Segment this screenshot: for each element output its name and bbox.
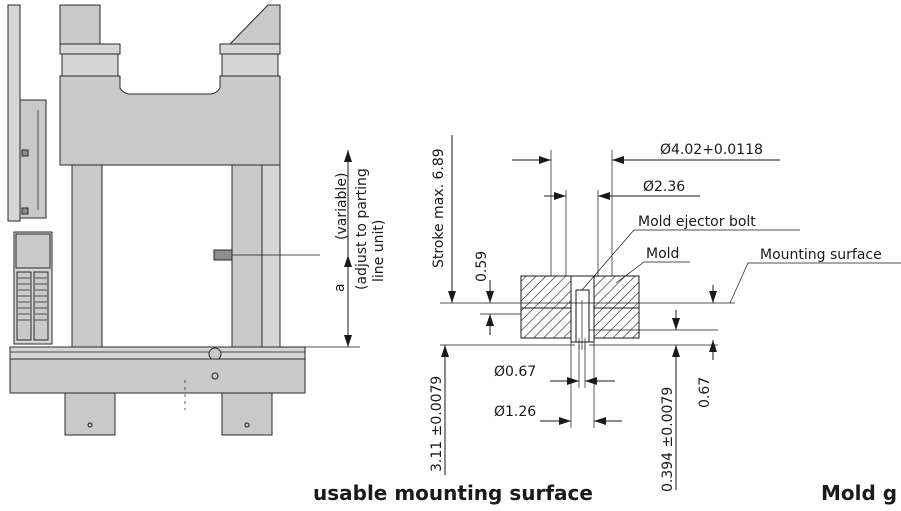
cabinet-hinge-bottom (21, 207, 29, 215)
label-067-right: 0.67 (697, 377, 713, 408)
head-left-block (59, 4, 101, 45)
mold-lower-right (593, 307, 640, 339)
caption-usable-mounting-surface: usable mounting surface (313, 481, 593, 505)
label-0394: 0.394 ±0.0079 (660, 387, 676, 492)
column-left (71, 164, 103, 348)
label-a: a (332, 283, 348, 292)
platen-hole (211, 372, 219, 380)
column-right-guide (261, 164, 281, 348)
mold-detail (440, 135, 901, 490)
label-ejector-bolt: Mold ejector bolt (638, 214, 756, 230)
label-059: 0.59 (474, 251, 490, 282)
adjuster-stop (213, 249, 233, 261)
control-box-top (15, 233, 51, 269)
label-variable: (variable) (334, 173, 350, 240)
ejector-bore (570, 275, 595, 343)
head-right-block (228, 4, 281, 45)
label-mold: Mold (646, 246, 679, 262)
rail-knob (208, 347, 222, 361)
label-311: 3.11 ±0.0079 (429, 376, 445, 472)
head-collar-right (221, 53, 279, 77)
side-cabinet-panel (7, 4, 21, 222)
base-rail (9, 346, 306, 360)
head-collar-left (61, 53, 119, 77)
foot-left (64, 392, 116, 436)
leader-ejector (581, 229, 800, 291)
leader-mounting (729, 262, 901, 304)
label-mounting-surface: Mounting surface (760, 247, 882, 263)
head-cap-left (59, 43, 121, 55)
ejector-bolt (575, 289, 590, 343)
side-cabinet-box (19, 99, 47, 219)
label-d067: Ø0.67 (494, 364, 536, 380)
head-housing (59, 75, 281, 166)
machine-side-view (7, 4, 360, 436)
label-d126: Ø1.26 (494, 404, 536, 420)
head-cap-right (219, 43, 281, 55)
label-adjust-1: (adjust to parting (354, 168, 370, 290)
leader-mold (615, 261, 690, 284)
label-stroke: Stroke max. 6.89 (431, 148, 447, 268)
terminal-block-left (16, 271, 32, 341)
column-right (231, 164, 263, 348)
base-platen (9, 358, 306, 394)
cabinet-hinge-top (21, 149, 29, 157)
label-d236: Ø2.36 (643, 179, 685, 195)
label-d402: Ø4.02+0.0118 (660, 142, 763, 158)
terminal-block-right (33, 271, 49, 341)
label-adjust-2: line unit) (371, 220, 387, 282)
caption-mold-cut: Mold g (821, 481, 897, 505)
mold-lower-left (520, 307, 572, 339)
foot-right (221, 392, 273, 436)
